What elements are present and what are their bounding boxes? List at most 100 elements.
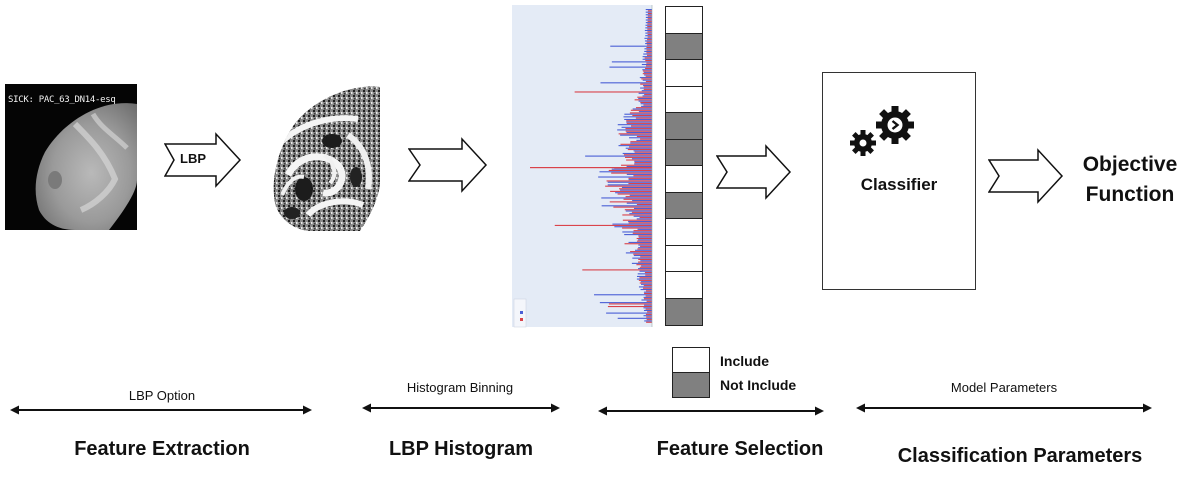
histogram-bar — [624, 243, 652, 245]
histogram-bar — [642, 287, 652, 289]
histogram-bar — [645, 14, 652, 16]
histogram-bar — [636, 218, 652, 220]
histogram-bar — [628, 183, 652, 185]
histogram-bar — [625, 196, 652, 198]
histogram-binning-label: Histogram Binning — [406, 380, 514, 395]
histogram-bar — [634, 99, 652, 101]
histogram-bar — [638, 244, 652, 246]
histogram-bar — [644, 57, 652, 59]
histogram-bar — [643, 315, 652, 317]
histogram-bar — [637, 273, 652, 275]
histogram-bar — [582, 269, 652, 271]
histogram-bar — [617, 193, 652, 195]
histogram-bar — [594, 294, 652, 296]
thermal-caption: SICK: PAC_63_DN14-esq — [8, 95, 116, 105]
histogram-bar — [618, 133, 652, 135]
histogram-bar — [625, 130, 652, 132]
histogram-bar — [636, 264, 652, 266]
feature-cell-not-include — [666, 298, 702, 325]
histogram-bar — [629, 213, 652, 215]
histogram-bar — [640, 288, 652, 291]
histogram-bar — [638, 235, 652, 237]
histogram-bar — [636, 237, 652, 240]
histogram-bar — [645, 65, 652, 67]
histogram-bar — [643, 291, 652, 293]
histogram-bar — [642, 56, 652, 58]
histogram-bar — [639, 217, 652, 219]
histogram-bar — [644, 50, 652, 52]
histogram-bar — [530, 167, 652, 169]
histogram-bar — [639, 277, 652, 279]
histogram-bar — [629, 137, 652, 139]
histogram-bar — [609, 66, 652, 68]
histogram-bar — [610, 45, 652, 47]
histogram-bar — [646, 54, 652, 56]
histogram-bar — [647, 10, 652, 12]
histogram-bar — [643, 86, 652, 88]
histogram-bar — [624, 234, 652, 236]
histogram-bar — [638, 286, 652, 288]
histogram-bar — [639, 77, 652, 79]
histogram-bar — [641, 299, 652, 301]
histogram-bar — [644, 48, 652, 50]
histogram-bar — [635, 249, 652, 251]
feature-cell-include — [666, 86, 702, 113]
histogram-bar — [637, 96, 652, 98]
histogram-bar — [643, 296, 652, 298]
histogram-bar — [630, 142, 652, 144]
histogram-bar — [629, 112, 652, 114]
histogram-bar — [644, 271, 652, 274]
histogram-bar — [633, 150, 652, 152]
histogram-bar — [626, 202, 652, 204]
histogram-bar — [642, 79, 652, 81]
histogram-bar — [644, 94, 652, 96]
histogram-bar — [626, 131, 652, 134]
histogram-bar — [638, 279, 652, 281]
histogram-bar — [628, 146, 652, 148]
breast-thermogram — [35, 103, 137, 230]
histogram-bar — [644, 320, 652, 322]
histogram-bar — [641, 105, 652, 107]
histogram-bar — [638, 258, 652, 260]
histogram-bar — [637, 248, 652, 250]
lbp-arrow — [164, 132, 242, 188]
histogram-bar — [617, 124, 652, 126]
histogram-bar — [620, 134, 652, 136]
histogram-bar — [646, 49, 652, 51]
histogram-bar — [619, 188, 652, 190]
histogram-bar — [631, 158, 652, 160]
feature-selection-strip — [665, 6, 703, 326]
gears-icon — [850, 106, 914, 156]
histogram-bar — [643, 285, 652, 287]
histogram-bar — [640, 283, 652, 285]
histogram-bar — [636, 139, 652, 141]
histogram-bar — [633, 175, 652, 177]
histogram-bar — [645, 67, 652, 69]
histogram-bar — [617, 317, 652, 319]
lbp-texture-image — [273, 86, 380, 231]
histogram-bar — [630, 141, 652, 143]
histogram-bar — [640, 245, 652, 247]
histogram-binning-range-arrow — [362, 403, 560, 413]
histogram-bar — [645, 9, 652, 11]
histogram-bar — [644, 29, 652, 32]
histogram-bar — [645, 19, 652, 21]
histogram-bar — [647, 23, 652, 25]
histogram-bar — [601, 197, 652, 199]
histogram-bar — [639, 266, 652, 268]
histogram-bar — [645, 24, 652, 26]
histogram-bar — [636, 278, 652, 280]
histogram-bar — [614, 226, 652, 228]
histogram-bar — [640, 256, 652, 258]
histogram-bar — [634, 160, 652, 162]
histogram-bar — [621, 186, 652, 189]
histogram-bar — [626, 121, 652, 123]
histogram-bar — [645, 308, 652, 310]
histogram-bar — [629, 194, 652, 196]
lbp-option-label: LBP Option — [128, 388, 196, 403]
histogram-bar — [598, 176, 652, 178]
histogram-bar — [615, 192, 652, 194]
histogram-bar — [636, 240, 652, 242]
histogram-bar — [638, 111, 652, 113]
histogram-bar — [647, 15, 652, 17]
